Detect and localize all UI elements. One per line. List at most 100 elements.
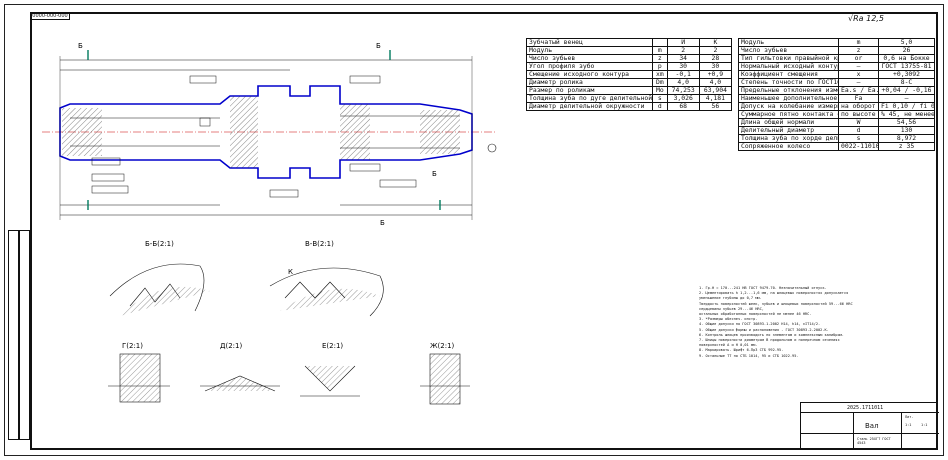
table-cell: Допуск на колебание измерительного межос… (738, 102, 839, 111)
table-cell: 68 (666, 102, 700, 111)
table-cell: 0022-1101019 (838, 142, 879, 151)
note-line: 7. Шлицы поверхности диаметром В продоль… (699, 338, 840, 343)
table-cell: % 45, не менее / % 60, не менее (878, 110, 935, 119)
technical-notes: 1. Гр.Н = 170...241 НВ ГОСТ 9479-70. Нез… (699, 286, 935, 359)
table-cell: xm (652, 70, 668, 79)
svg-text:Б: Б (380, 219, 385, 227)
svg-text:Б: Б (78, 42, 83, 50)
table-cell: Суммарное пятно контакта с зубьями измер… (738, 110, 839, 119)
table-cell: Модуль (738, 38, 839, 47)
table-cell: р (652, 62, 668, 71)
table-row: Степень точности по ГОСТ1643-81–8-С (738, 78, 935, 87)
shaft-drawing: Б Б Б Б (42, 42, 497, 227)
svg-text:Б-Б(2:1): Б-Б(2:1) (145, 240, 174, 248)
table-cell: Число зубьев (738, 46, 839, 55)
section-bb (109, 263, 210, 316)
table-cell: 26 (878, 46, 935, 55)
svg-text:Ж(2:1): Ж(2:1) (430, 342, 455, 350)
table-cell: z 35 (878, 142, 935, 151)
table-cell: 4,0 (698, 78, 733, 87)
note-line: уменьшение глубины до 0,7 мм. (699, 296, 762, 301)
table-cell: 3,026 (666, 94, 700, 103)
table-cell: 30 (666, 62, 700, 71)
gear-table-head-cell: К (698, 38, 733, 47)
table-cell: s (838, 134, 879, 143)
table-cell: +0,04 / -0,16 (878, 86, 935, 95)
material: Сталь 25ХГТ ГОСТ 4543 (857, 437, 891, 445)
table-cell: Делительный диаметр (738, 126, 839, 135)
table-cell: 2 (698, 46, 733, 55)
note-line: 8. Маркировать. Шрифт 6-Пр3 СТБ 992-95. (699, 348, 784, 353)
note-line: поверхностей А и Н 0,01 мм. (699, 343, 758, 348)
table-cell: Предельные отклонения измерительного меж… (738, 86, 839, 95)
table-cell: 74,253 (666, 86, 700, 95)
svg-text:Г(2:1): Г(2:1) (122, 342, 143, 350)
svg-text:Б: Б (432, 170, 437, 178)
note-line: сердцевины зубьев 29...46 HRC, (699, 306, 764, 311)
table-cell: Ea.s / Ea.i (838, 86, 879, 95)
table-cell: Толщина зуба по дуге делительной окружно… (525, 94, 654, 103)
gear-table-head-cell: Зубчатый венец (525, 38, 654, 47)
table-cell: 63,904 (698, 86, 733, 95)
table-row: Допуск на колебание измерительного межос… (738, 102, 935, 111)
detail-e (300, 365, 360, 397)
table-cell: 130 (878, 126, 935, 135)
note-line: 6. Контроль шлицев производить по элемен… (699, 332, 844, 337)
table-row: Суммарное пятно контакта с зубьями измер… (738, 110, 935, 119)
gear-table-head-cell (652, 38, 668, 47)
table-cell: Диаметр делительной окружности (525, 102, 654, 111)
table-cell: Длина общей нормали (738, 118, 839, 127)
table-cell: Диаметр ролика (525, 78, 654, 87)
table-cell: 0,6 на Бокке (878, 54, 935, 63)
table-cell: Степень точности по ГОСТ1643-81 (738, 78, 839, 87)
table-row: Тип гильтовки правыйной кромки зубоor0,6… (738, 54, 935, 63)
note-line: 1. Гр.Н = 170...241 НВ ГОСТ 9479-70. Нез… (699, 286, 827, 290)
note-line: 3. *Размеры обеспеч. инстр. (699, 317, 758, 322)
table-cell: d (652, 102, 668, 111)
svg-text:К: К (288, 268, 293, 276)
table-cell: 56 (698, 102, 733, 111)
note-line: остальных обработанных поверхностей не м… (699, 312, 812, 317)
table-cell: 2 (666, 46, 700, 55)
table-cell: 28 (698, 54, 733, 63)
svg-text:В-В(2:1): В-В(2:1) (305, 240, 334, 248)
table-cell: Fa (838, 94, 879, 103)
table-cell: по высоте / по длине (838, 110, 879, 119)
table-cell: 5,0 (878, 38, 935, 47)
table-cell: -0,1 (666, 70, 700, 79)
section-marker-b-right (389, 50, 441, 210)
note-line: 5. Общие допуски формы и расположения - … (699, 327, 829, 332)
svg-text:Д(2:1): Д(2:1) (220, 342, 242, 350)
section-views: Б-Б(2:1) В-В(2:1) К Г(2:1) Д(2:1) Е(2:1)… (108, 240, 470, 405)
table-cell: Сопряженное колесо (738, 142, 839, 151)
svg-text:Е(2:1): Е(2:1) (322, 342, 343, 350)
section-vv (269, 267, 384, 317)
svg-text:Б: Б (376, 42, 381, 50)
table-row: Наименьшее дополнительное смещение исход… (738, 94, 935, 103)
note-line: 4. Общие допуски по ГОСТ 30893.1-2002 H1… (699, 322, 821, 327)
title-block: 2025.1711011 Вал Лит. 1:1 1:1 Сталь 25ХГ… (800, 402, 939, 450)
table-cell: Нормальный исходный контур (738, 62, 839, 71)
gear-table-head-cell: И (666, 38, 700, 47)
header-stamp: 0000-000-000 (30, 12, 70, 20)
detail-g (108, 353, 170, 403)
table-cell: на оборот колеса / на один зуб (838, 102, 879, 111)
table-cell: Fi 0,10 / fi 0,04 (878, 102, 935, 111)
table-cell: Тип гильтовки правыйной кромки зубо (738, 54, 839, 63)
table-cell: Dm (652, 78, 668, 87)
table-cell: Коэффициент смещения (738, 70, 839, 79)
table-cell: +0,9 (698, 70, 733, 79)
table-cell: x (838, 70, 879, 79)
table-cell: Угол профиля зубо (525, 62, 654, 71)
table-row: Толщина зуба по хорде делительной окружн… (738, 134, 935, 143)
